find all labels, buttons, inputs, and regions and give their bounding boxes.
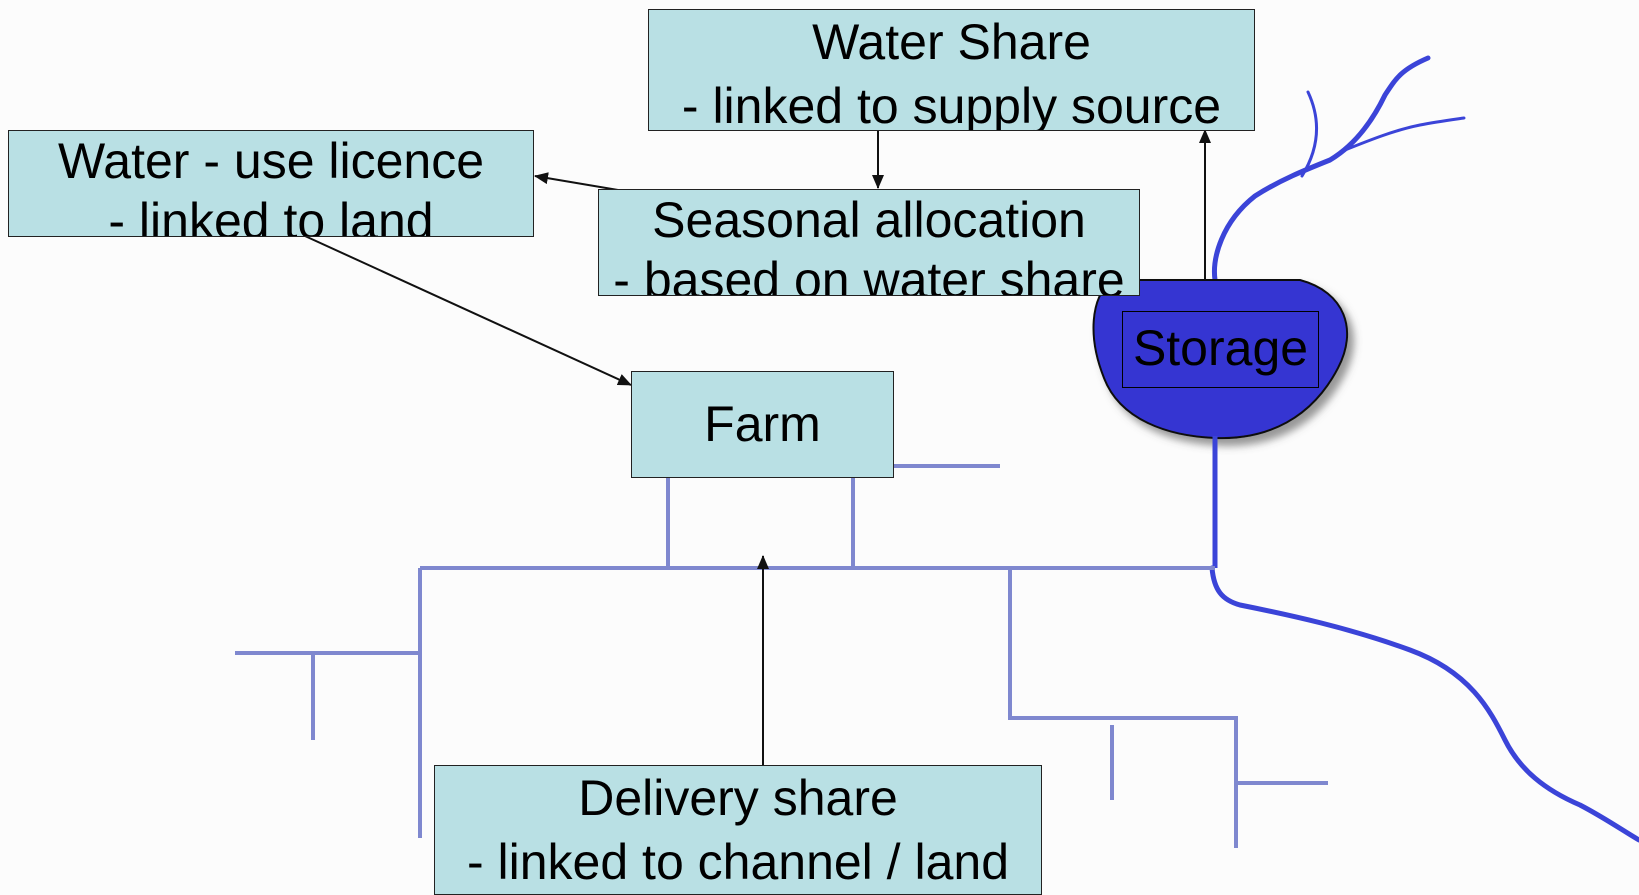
water-share-title: Water Share [812, 14, 1091, 70]
storage-label: Storage [1132, 320, 1309, 376]
seasonal-allocation-box: Seasonal allocation - based on water sha… [598, 189, 1140, 296]
river [1209, 55, 1639, 843]
delivery-share-subtitle: - linked to channel / land [466, 834, 1010, 890]
water-use-licence-title: Water - use licence [57, 133, 485, 189]
channel-network [235, 464, 1328, 848]
river-tributary-right [1343, 116, 1466, 152]
river-main-channel [1209, 565, 1639, 843]
water-use-licence-box: Water - use licence - linked to land [8, 130, 534, 237]
seasonal-allocation-title: Seasonal allocation [652, 192, 1086, 248]
farm-box: Farm [631, 371, 894, 478]
water-share-subtitle: - linked to supply source [681, 78, 1222, 131]
arrow-licence-to-farm [304, 235, 632, 386]
storage-reservoir [1092, 279, 1349, 440]
water-use-licence-subtitle: - linked to land [108, 193, 434, 237]
river-upper-channel [1212, 55, 1431, 283]
seasonal-allocation-subtitle: - based on water share [613, 252, 1125, 296]
arrow-seasonal-allocation-to-licence [534, 172, 619, 191]
river-tributary-left [1300, 90, 1319, 178]
storage-label-box: Storage [1122, 311, 1319, 388]
water-share-box: Water Share - linked to supply source [648, 9, 1255, 131]
delivery-share-box: Delivery share - linked to channel / lan… [434, 765, 1042, 895]
delivery-share-title: Delivery share [578, 770, 898, 826]
channel-right-branch [1008, 568, 1238, 848]
arrows [304, 129, 1211, 765]
farm-label: Farm [704, 396, 821, 452]
